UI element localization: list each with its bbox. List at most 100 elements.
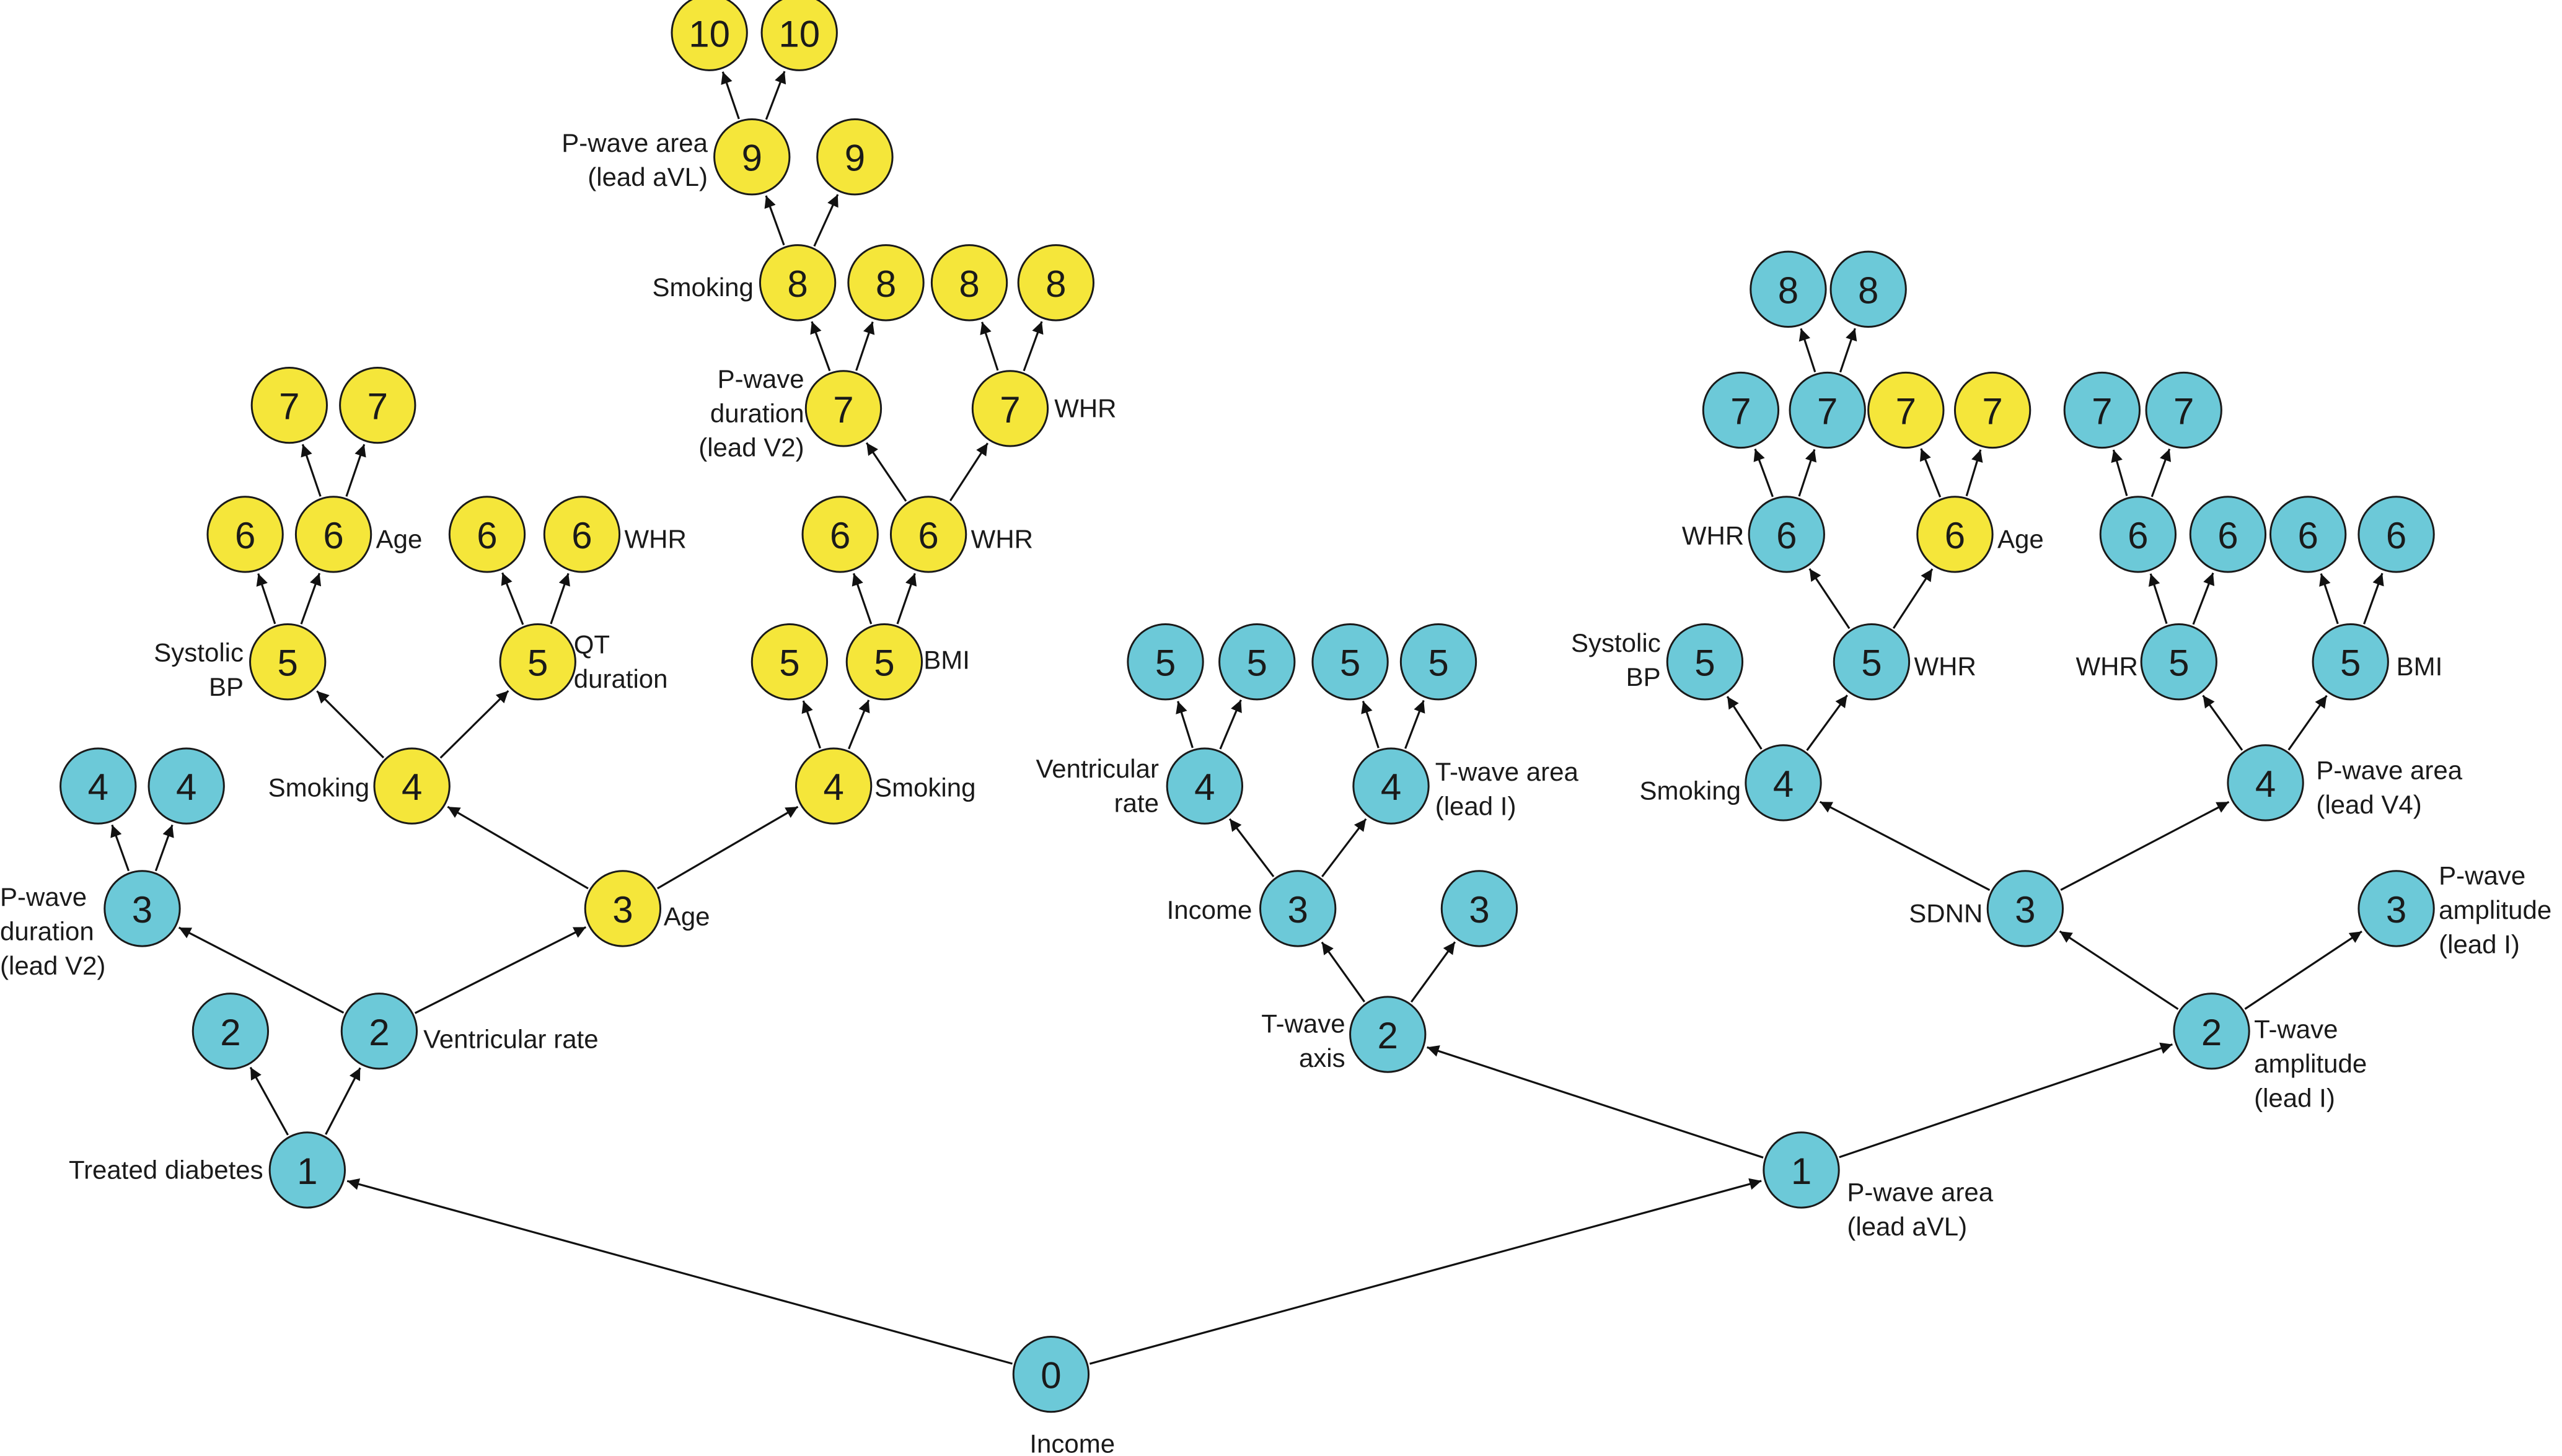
node-label-r4a: Smoking	[1640, 776, 1741, 805]
node-label-line: P-wave	[0, 882, 87, 911]
tree-node-r3a: 3	[1986, 870, 2064, 947]
tree-node-m5d: 5	[1399, 623, 1477, 701]
node-number: 2	[2201, 1012, 2222, 1053]
edge-arrow-y7c-to-y8a	[810, 321, 831, 372]
tree-node-r4a: 4	[1745, 744, 1822, 822]
node-label-line: Income	[1167, 895, 1252, 924]
node-label-y5d: BMI	[923, 646, 970, 675]
node-label-line: (lead V2)	[698, 433, 804, 462]
node-circle	[1127, 623, 1204, 701]
node-number: 6	[2297, 515, 2318, 556]
edge-arrow-l1-to-l2a	[249, 1066, 289, 1136]
edge-arrow-l3a-to-l4a	[110, 824, 130, 872]
node-label-line: WHR	[971, 524, 1033, 553]
tree-node-r5b: 5	[1833, 623, 1911, 701]
node-circle	[59, 747, 137, 825]
node-number: 8	[1045, 263, 1066, 305]
node-number: 5	[527, 642, 548, 684]
edge-arrow-r7b-to-r8b	[1839, 328, 1857, 373]
node-number: 5	[278, 642, 298, 684]
node-circle	[250, 366, 328, 444]
node-circle	[1017, 244, 1094, 322]
node-circle	[1259, 870, 1337, 947]
node-circle	[847, 244, 925, 322]
node-number: 8	[1778, 270, 1798, 311]
edge-arrow-root-to-r1	[1089, 1178, 1762, 1365]
node-circle	[1218, 623, 1296, 701]
node-circle	[751, 623, 829, 701]
edge-arrow-r2-to-r3a	[2059, 930, 2179, 1011]
node-number: 6	[830, 515, 850, 556]
edge-arrow-y5d-to-y6f	[896, 572, 917, 625]
node-number: 1	[1791, 1151, 1811, 1192]
node-number: 9	[845, 138, 865, 179]
edges-layer	[110, 71, 2384, 1365]
tree-node-y8c: 8	[930, 244, 1008, 322]
node-number: 6	[477, 515, 497, 556]
node-circle	[249, 623, 327, 701]
node-label-y8a: Smoking	[652, 273, 753, 302]
tree-node-m4a: 4	[1166, 747, 1244, 825]
node-number: 2	[1378, 1015, 1398, 1056]
tree-node-r6a: 6	[1748, 496, 1825, 573]
node-number: 4	[1773, 763, 1794, 805]
tree-node-y5d: 5	[845, 623, 923, 701]
node-circle	[1702, 371, 1780, 449]
tree-node-y6a: 6	[206, 496, 284, 573]
tree-node-r6f: 6	[2357, 496, 2435, 573]
edge-arrow-y4b-to-y5d	[848, 699, 870, 750]
node-number: 5	[2168, 642, 2189, 684]
edge-arrow-r5b-to-r6a	[1808, 568, 1851, 629]
tree-node-m5c: 5	[1311, 623, 1389, 701]
edge-arrow-y7d-to-y8d	[1023, 321, 1044, 372]
node-number: 7	[833, 389, 853, 431]
tree-node-y6d: 6	[543, 496, 621, 573]
node-label-line: T-wave	[1261, 1009, 1345, 1038]
node-label-line: (lead I)	[1435, 792, 1517, 821]
tree-node-m4b: 4	[1352, 747, 1430, 825]
node-number: 8	[959, 263, 979, 305]
node-circle	[2189, 496, 2267, 573]
tree-node-m3b: 3	[1440, 870, 1518, 947]
node-label-line: P-wave	[2439, 861, 2525, 890]
node-circle	[795, 747, 873, 825]
node-label-line: Ventricular	[1036, 754, 1159, 783]
node-circle	[2357, 496, 2435, 573]
tree-node-r5d: 5	[2312, 623, 2389, 701]
edge-arrow-r3a-to-r4a	[1819, 800, 1991, 892]
node-label-y4b: Smoking	[874, 773, 975, 802]
node-number: 3	[132, 889, 152, 931]
node-number: 4	[2255, 763, 2276, 805]
edge-arrow-r4b-to-r5c	[2202, 695, 2243, 751]
node-number: 1	[297, 1151, 317, 1192]
edge-arrow-l1-to-l2b	[325, 1067, 361, 1135]
node-label-r4b: P-wave area(lead V4)	[2316, 756, 2462, 819]
node-circle	[2227, 744, 2304, 822]
node-number: 4	[176, 766, 196, 808]
node-number: 6	[2217, 515, 2238, 556]
node-number: 5	[1861, 642, 1882, 684]
node-circle	[1829, 250, 1907, 328]
edge-arrow-r3a-to-r4b	[2060, 800, 2230, 891]
edge-arrow-y7d-to-y8c	[980, 322, 999, 371]
node-label-line: amplitude	[2439, 895, 2551, 924]
tree-node-y8d: 8	[1017, 244, 1094, 322]
node-number: 9	[742, 138, 762, 179]
tree-node-l2b: 2	[340, 993, 418, 1070]
tree-node-m3a: 3	[1259, 870, 1337, 947]
node-number: 10	[689, 13, 730, 55]
node-circle	[584, 870, 662, 947]
node-label-line: BP	[1626, 662, 1661, 691]
node-circle	[1789, 371, 1866, 449]
node-number: 3	[612, 889, 633, 931]
tree-node-r4b: 4	[2227, 744, 2304, 822]
node-circle	[2312, 623, 2389, 701]
edge-arrow-y6b-to-y7a	[301, 444, 322, 497]
edge-arrow-m3a-to-m4a	[1228, 818, 1275, 877]
tree-node-y4a: 4	[373, 747, 451, 825]
node-circle	[760, 0, 838, 71]
